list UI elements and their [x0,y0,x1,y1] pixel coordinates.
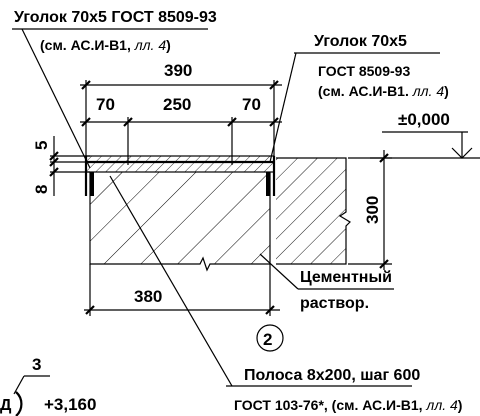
level-bottom: +3,160 [44,395,96,414]
top-strip [86,156,274,172]
axis-mark: 3 [32,355,41,374]
cement-label-line2: раствор. [300,295,369,312]
dim-middle: 250 [163,95,191,114]
dim-overall: 390 [164,61,192,80]
axis-bubble [15,391,23,416]
callout-circle [256,324,284,352]
dim-thickness-side: 8 [32,185,51,194]
dim-left: 70 [96,95,115,114]
angle-right-label-line1: Уголок 70x5 [314,33,407,50]
strip-leader [109,175,233,387]
concrete-section [90,172,270,264]
angle-left-leader [21,28,91,169]
cement-label-line1: Цементный [300,269,392,286]
strip-label-line2: ГОСТ 103-76*, (см. АС.И-В1, лл. 4) [234,397,462,413]
dim-height: 300 [363,196,382,224]
dim-thickness-top: 5 [32,141,51,150]
dim-right: 70 [242,95,261,114]
callout-number: 2 [263,330,272,349]
level-top: ±0,000 [398,110,450,129]
strip-label-line1: Полоса 8x200, шаг 600 [244,367,420,384]
angle-left-label-line2: (см. АС.И-В1, лл. 4) [40,37,171,53]
cement-leader [259,253,299,290]
adjacent-wall [276,158,346,264]
angle-left-label-line1: Уголок 70x5 ГОСТ 8509-93 [14,9,217,26]
dim-bottom: 380 [134,287,162,306]
angle-right-label-line3: (см. АС.И-В1. лл. 4) [318,83,449,99]
axis-letter: Д [0,397,12,414]
angle-right-label-line2: ГОСТ 8509-93 [318,63,410,79]
concrete-outline [89,172,271,272]
